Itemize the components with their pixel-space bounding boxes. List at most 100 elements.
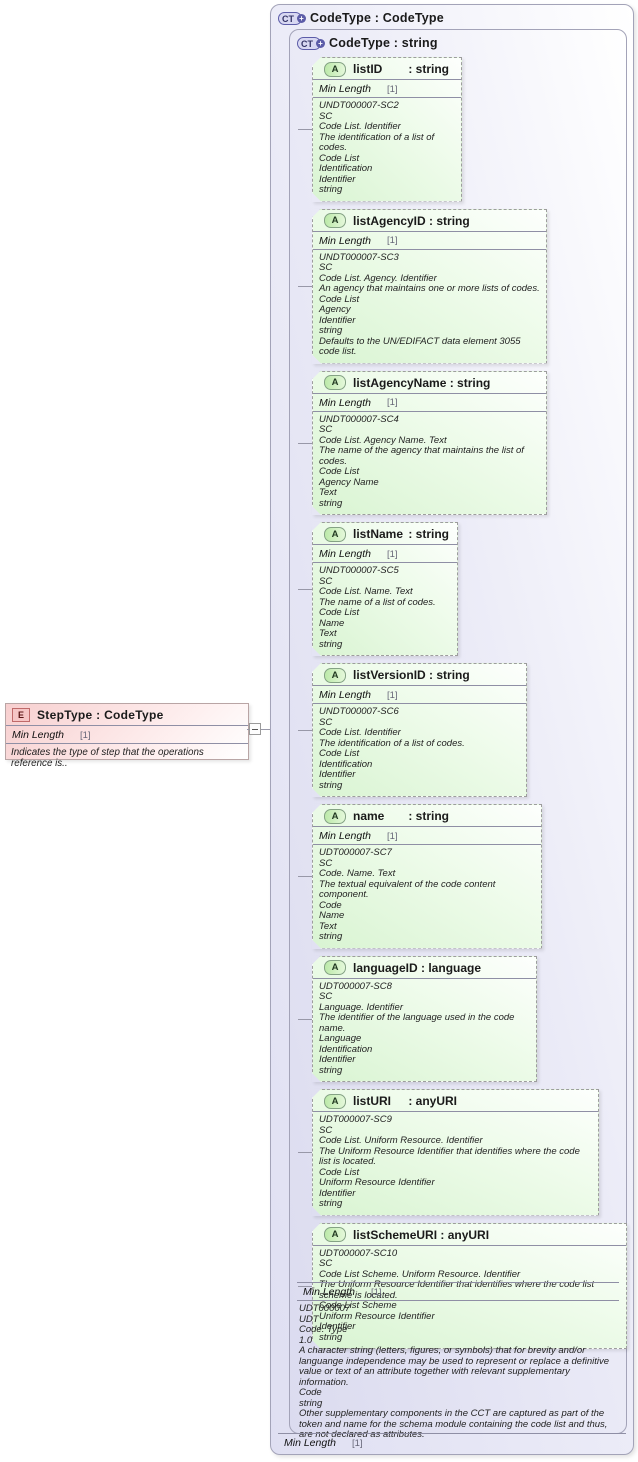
doc-line: Code. Type (299, 1324, 348, 1335)
attribute-header: A listAgencyName : string (313, 372, 546, 393)
doc-line: Identifier (319, 1054, 356, 1065)
doc-line: UDT000007-SC8 (319, 980, 392, 992)
plus-icon: + (316, 39, 325, 48)
outer-facet-min-length: Min Length [1] (278, 1433, 626, 1451)
facet-value: [1] (386, 689, 398, 701)
attribute-type: : language (417, 960, 482, 975)
attribute-type: : string (425, 213, 470, 228)
attribute-title: listURI : anyURI (353, 1092, 457, 1110)
doc-line: Code List. Agency Name. Text (319, 434, 447, 446)
collapse-expander-handle[interactable] (249, 723, 261, 735)
attribute-icon: A (324, 527, 346, 542)
doc-line: Identification (319, 1043, 373, 1055)
attribute-icon: A (324, 668, 346, 683)
facet-label: Min Length (319, 396, 371, 409)
doc-line: Identification (319, 758, 373, 770)
attribute-facet-min-length: Min Length [1] (313, 79, 461, 98)
inner-facet-min-length: Min Length [1] (297, 1282, 619, 1301)
attribute-header: A listID : string (313, 58, 461, 79)
facet-label: Min Length (319, 689, 371, 701)
doc-line: SC (319, 575, 333, 587)
attribute-icon: A (324, 375, 346, 390)
facet-label: Min Length (319, 83, 371, 95)
doc-line: The identification of a list of codes. (319, 131, 435, 153)
doc-line: Name (319, 617, 345, 629)
doc-line: UNDT000007-SC6 (319, 706, 399, 717)
attribute-title: listAgencyName : string (353, 374, 490, 392)
doc-line: Identification (319, 163, 373, 174)
doc-line: Code List. Agency. Identifier (319, 272, 437, 284)
minus-icon (252, 728, 258, 730)
doc-line: Text (319, 487, 337, 498)
attribute-facet-min-length: Min Length [1] (313, 685, 526, 704)
doc-line: Code (319, 899, 342, 911)
attribute-title: listSchemeURI : anyURI (353, 1226, 489, 1244)
attribute-box: A listID : string Min Length [1] UNDT000… (298, 57, 462, 202)
attribute-box-body: A listAgencyName : string Min Length [1]… (312, 371, 547, 516)
attribute-box: A name : string Min Length [1] UDT000007… (298, 804, 542, 949)
attribute-type: : anyURI (437, 1227, 490, 1242)
doc-line: string (319, 184, 343, 195)
doc-line: Code List (319, 1166, 360, 1178)
doc-line: UDT000007-SC10 (319, 1247, 398, 1259)
facet-value: [1] (386, 830, 398, 842)
doc-line: Agency Name (319, 476, 379, 488)
doc-line: string (299, 1397, 323, 1409)
doc-line: SC (319, 262, 333, 273)
element-icon: E (12, 708, 30, 722)
attribute-name: listAgencyID (353, 213, 426, 228)
doc-line: string (319, 1064, 343, 1076)
doc-line: The name of the agency that maintains th… (319, 445, 524, 467)
element-facet-min-length: Min Length [1] (6, 725, 248, 744)
attribute-icon: A (324, 62, 346, 77)
attribute-name: listVersionID (353, 668, 426, 682)
facet-value: [1] (79, 729, 91, 741)
attribute-header: A name : string (313, 805, 541, 826)
doc-line: The Uniform Resource Identifier that ide… (319, 1145, 580, 1167)
doc-line: Code List. Uniform Resource. Identifier (319, 1135, 483, 1146)
plus-icon: + (297, 14, 306, 23)
doc-line: SC (319, 110, 333, 122)
doc-line: SC (319, 716, 333, 728)
element-title: StepType : CodeType (37, 708, 164, 722)
doc-line: Name (319, 910, 345, 921)
doc-line: SC (319, 857, 333, 869)
doc-line: string (319, 779, 343, 791)
facet-label: Min Length (319, 830, 371, 842)
doc-line: Code List Scheme. Uniform Resource. Iden… (319, 1268, 521, 1280)
attribute-type: : string (405, 809, 449, 823)
doc-line: The name of a list of codes. (319, 596, 436, 608)
inner-header: CT+ CodeType : string (290, 30, 626, 50)
attribute-box: A listName : string Min Length [1] UNDT0… (298, 522, 458, 656)
facet-value: [1] (351, 1437, 363, 1449)
complextype-icon: CT+ (297, 36, 325, 50)
doc-line: Code List. Identifier (319, 727, 401, 738)
attribute-name: listID (353, 62, 383, 76)
attribute-box-body: A listID : string Min Length [1] UNDT000… (312, 57, 462, 202)
element-box-steptype: E StepType : CodeType Min Length [1] Ind… (5, 703, 249, 769)
doc-line: The identifier of the language used in t… (319, 1012, 515, 1034)
doc-line: Code List. Name. Text (319, 586, 413, 597)
attribute-header: A listName : string (313, 523, 457, 544)
doc-line: Code List (319, 607, 360, 618)
outer-footer: Min Length [1] (278, 1433, 626, 1451)
attribute-box-body: A name : string Min Length [1] UDT000007… (312, 804, 542, 949)
facet-label: Min Length (12, 729, 64, 741)
attribute-facet-min-length: Min Length [1] (313, 393, 546, 412)
attribute-header: A listVersionID : string (313, 664, 526, 685)
doc-line: Identifier (319, 1187, 356, 1199)
doc-line: SC (319, 424, 333, 435)
facet-label: Min Length (303, 1286, 355, 1298)
attribute-icon: A (324, 1227, 346, 1242)
element-description: Indicates the type of step that the oper… (11, 747, 204, 769)
doc-line: Language (319, 1033, 362, 1044)
